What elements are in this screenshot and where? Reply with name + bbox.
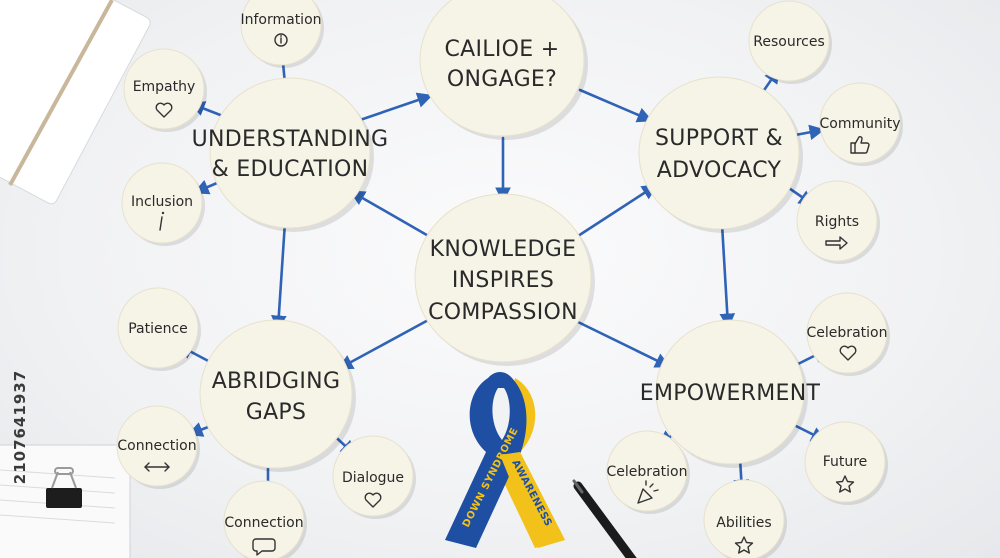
pen xyxy=(572,479,637,558)
bridging-line-1: ABRIDGING xyxy=(212,369,341,394)
connection-left-label: Connection xyxy=(117,438,196,454)
awareness-ribbon: DOWN SYNDROME AWARENESS xyxy=(445,372,565,548)
party-popper-icon xyxy=(637,480,659,504)
satellite-connection-left: Connection xyxy=(116,405,200,489)
satellite-inclusion: Inclusion xyxy=(121,162,205,246)
satellite-resources: Resources xyxy=(748,0,832,84)
rights-label: Rights xyxy=(815,214,859,230)
satellite-celebration-bottom: Celebration xyxy=(606,430,690,514)
disc-top: CAILIOE + ONGAGE? xyxy=(419,0,588,140)
understanding-line-2: & EDUCATION xyxy=(212,157,369,182)
disc-bridging: ABRIDGING GAPS xyxy=(199,319,356,472)
top-line-1: CAILIOE + xyxy=(445,37,560,62)
notebook xyxy=(0,0,151,205)
disc-empowerment: EMPOWERMENT xyxy=(640,319,821,468)
info-icon xyxy=(159,211,165,231)
watermark: 2107641937 xyxy=(10,318,30,538)
clipboard xyxy=(0,444,131,558)
satellite-future: Future xyxy=(804,421,888,505)
satellite-dialogue: Dialogue xyxy=(332,435,416,519)
bridging-line-2: GAPS xyxy=(246,400,307,425)
information-label: Information xyxy=(240,12,321,28)
watermark-id: 2107641937 xyxy=(11,369,29,485)
support-line-1: SUPPORT & xyxy=(655,126,783,151)
resources-label: Resources xyxy=(753,34,825,50)
community-label: Community xyxy=(819,116,900,132)
future-label: Future xyxy=(823,454,868,470)
center-line-3: COMPASSION xyxy=(428,300,578,325)
satellite-abilities: Abilities xyxy=(703,479,787,558)
satellite-connection-bottom: Connection xyxy=(223,480,307,558)
celebration-bottom-label: Celebration xyxy=(607,464,688,480)
top-line-2: ONGAGE? xyxy=(447,67,557,92)
binder-clip xyxy=(46,467,82,508)
satellite-information: Information xyxy=(240,0,324,68)
double-arrow-icon xyxy=(144,462,170,472)
celebration-right-label: Celebration xyxy=(807,325,888,341)
dialogue-label: Dialogue xyxy=(342,470,404,486)
right-arrow-icon xyxy=(825,236,848,250)
star-icon xyxy=(835,475,855,493)
center-line-1: KNOWLEDGE xyxy=(430,237,577,262)
heart-icon xyxy=(839,345,857,361)
abilities-label: Abilities xyxy=(716,515,771,531)
understanding-line-1: UNDERSTANDING xyxy=(192,127,389,152)
thumbs-up-icon xyxy=(850,136,870,154)
satellite-community: Community xyxy=(819,82,903,166)
disc-center: KNOWLEDGE INSPIRES COMPASSION xyxy=(414,193,595,366)
empowerment-line-1: EMPOWERMENT xyxy=(640,381,821,406)
heart-icon xyxy=(364,492,382,508)
info-icon xyxy=(274,33,288,47)
speech-bubble-icon xyxy=(252,538,276,556)
empathy-label: Empathy xyxy=(133,79,196,95)
disc-support: SUPPORT & ADVOCACY xyxy=(638,76,803,233)
disc-understanding: UNDERSTANDING & EDUCATION xyxy=(192,77,389,232)
heart-icon xyxy=(155,102,173,118)
star-icon xyxy=(734,536,754,554)
patience-label: Patience xyxy=(128,321,188,337)
center-line-2: INSPIRES xyxy=(452,268,554,293)
support-line-2: ADVOCACY xyxy=(657,158,782,183)
satellite-rights: Rights xyxy=(796,180,880,264)
inclusion-label: Inclusion xyxy=(131,194,193,210)
connection-bottom-label: Connection xyxy=(224,515,303,531)
satellite-empathy: Empathy xyxy=(123,48,207,132)
satellite-celebration-right: Celebration xyxy=(806,292,890,376)
satellite-patience: Patience xyxy=(117,287,201,371)
